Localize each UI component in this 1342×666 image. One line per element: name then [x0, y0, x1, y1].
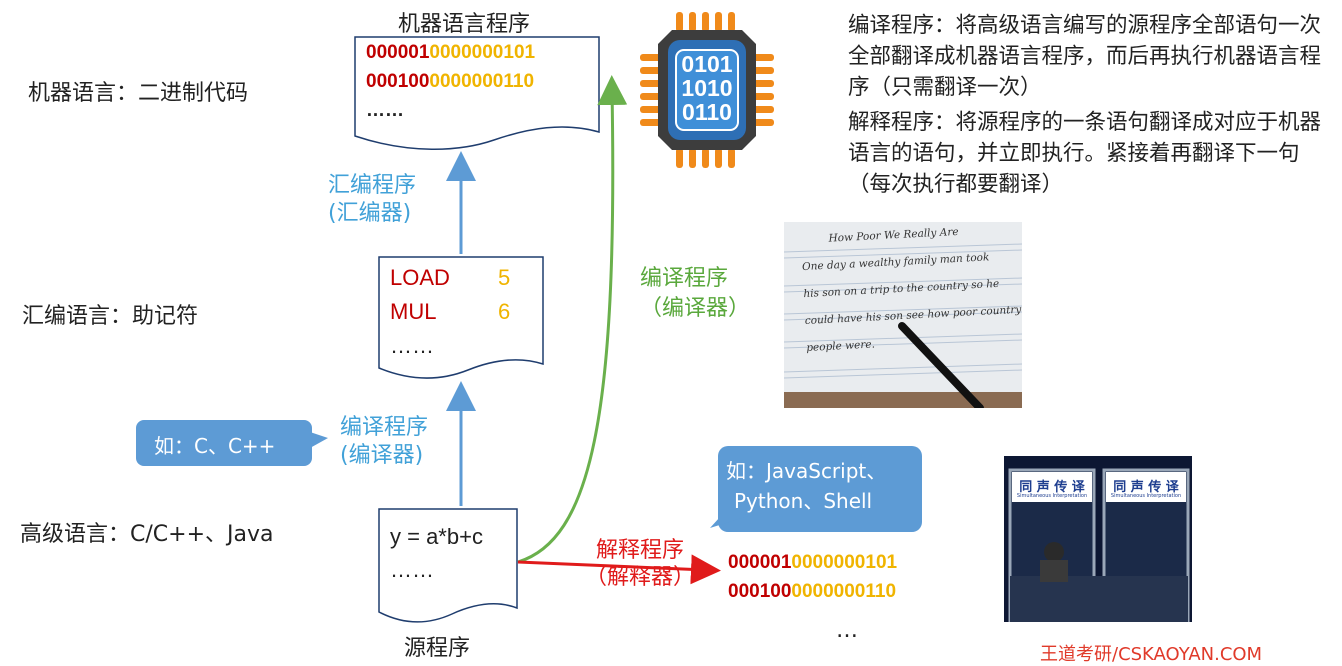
interpreter-arrow — [517, 554, 721, 585]
handwriting-photo: How Poor We Really Are One day a wealthy… — [784, 222, 1022, 408]
chip-row1: 0101 — [681, 51, 733, 77]
interpretation-booth-photo: 同 声 传 译 同 声 传 译 Simultaneous Interpretat… — [1004, 456, 1192, 622]
machine-program-doc: 0000010000000101 0001000000000110 …… — [354, 36, 600, 156]
compiled-example-bubble: 如：C、C++ — [136, 420, 330, 466]
interpreter-label: 解释程序 （解释器） — [584, 538, 695, 590]
compiler-green-arrow — [517, 75, 628, 564]
compiler-blue-label: 编译程序 (编译器) — [340, 415, 429, 468]
high-level-language-label: 高级语言：C/C++、Java — [20, 522, 274, 547]
assembler-label: 汇编程序 (汇编器) — [328, 173, 417, 226]
assembly-language-label: 汇编语言：助记符 — [22, 304, 199, 329]
machine-program-title: 机器语言程序 — [398, 12, 531, 37]
cpu-chip-icon: 0101 1010 0110 — [638, 10, 778, 170]
interpreted-example-bubble: 如：JavaScript、 Python、Shell — [706, 446, 922, 532]
interpret-note: 解释程序：将源程序的一条语句翻译成对应于机器语言的语句，并立即执行。紧接着再翻译… — [848, 110, 1322, 197]
chip-row3: 0110 — [682, 99, 732, 125]
explanation-notes: 编译程序：将高级语言编写的源程序全部语句一次全部翻译成机器语言程序，而后再执行机… — [848, 10, 1336, 200]
source-program-doc: y = a*b+c …… — [378, 508, 518, 626]
machine-language-label: 机器语言：二进制代码 — [28, 81, 249, 106]
interpreter-output-ellipsis: … — [836, 618, 858, 643]
interpreter-output: 0000010000000101 0001000000000110 — [728, 552, 898, 602]
compile-note: 编译程序：将高级语言编写的源程序全部语句一次全部翻译成机器语言程序，而后再执行机… — [848, 13, 1322, 100]
compiler-green-label: 编译程序 （编译器） — [640, 266, 751, 321]
watermark: 王道考研/CSKAOYAN.COM — [1040, 644, 1263, 665]
chip-row2: 1010 — [681, 75, 733, 101]
